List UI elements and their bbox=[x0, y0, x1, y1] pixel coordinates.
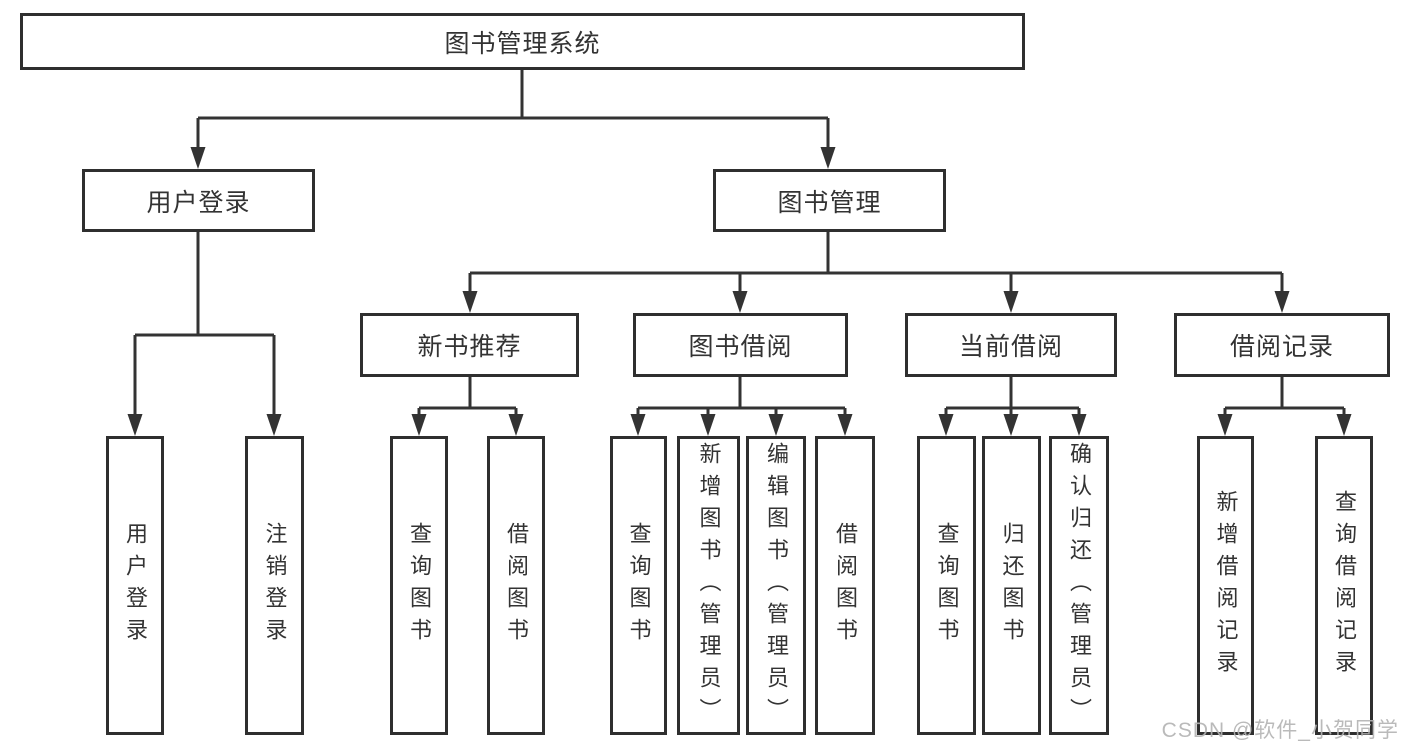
leaf-confirm-return-admin: 确认归还（管理员） bbox=[1049, 436, 1109, 735]
leaf-query-borrow-record: 查询借阅记录 bbox=[1315, 436, 1373, 735]
leaf-query-books-borrow: 查询图书 bbox=[610, 436, 667, 735]
node-book-borrow: 图书借阅 bbox=[633, 313, 848, 377]
node-root-library-system: 图书管理系统 bbox=[20, 13, 1025, 70]
node-borrow-records: 借阅记录 bbox=[1174, 313, 1390, 377]
leaf-add-book-admin: 新增图书（管理员） bbox=[677, 436, 740, 735]
csdn-watermark: CSDN @软件_小贺同学 bbox=[1161, 719, 1399, 742]
leaf-return-book: 归还图书 bbox=[982, 436, 1041, 735]
leaf-query-books-recommend: 查询图书 bbox=[390, 436, 448, 735]
node-user-login: 用户登录 bbox=[82, 169, 315, 232]
leaf-query-books-current: 查询图书 bbox=[917, 436, 976, 735]
leaf-borrow-books-recommend: 借阅图书 bbox=[487, 436, 545, 735]
node-book-management: 图书管理 bbox=[713, 169, 946, 232]
leaf-add-borrow-record: 新增借阅记录 bbox=[1197, 436, 1254, 735]
leaf-user-login: 用户登录 bbox=[106, 436, 164, 735]
leaf-logout: 注销登录 bbox=[245, 436, 304, 735]
arrowhead-icons bbox=[127, 147, 1352, 436]
leaf-edit-book-admin: 编辑图书（管理员） bbox=[746, 436, 806, 735]
leaf-borrow-books: 借阅图书 bbox=[815, 436, 875, 735]
node-current-borrow: 当前借阅 bbox=[905, 313, 1117, 377]
node-new-book-recommend: 新书推荐 bbox=[360, 313, 579, 377]
